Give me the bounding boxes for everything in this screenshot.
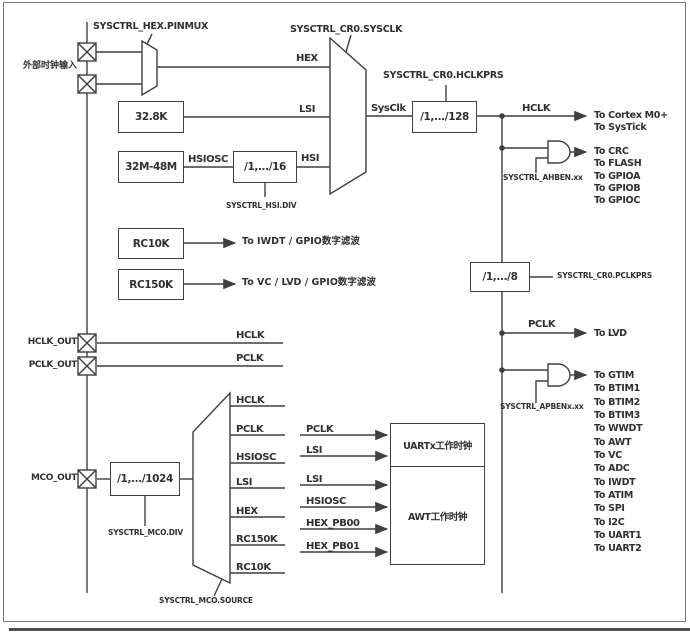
dest-item: To WWDT [594, 423, 643, 435]
apb-and-gate [547, 363, 571, 387]
pclk-out-pin-crossbox-icon [77, 356, 97, 376]
pclk-stub-signal-label: PCLK [236, 353, 264, 364]
mco-divider-block: /1,.../1024 [110, 462, 180, 496]
reg-pclk-prs-label: SYSCTRL_CR0.PCLKPRS [557, 271, 652, 280]
pclk-divider-block: /1,.../8 [470, 262, 530, 292]
hclk-divider-block: /1,.../128 [412, 101, 477, 133]
rc150k-destination-label: To VC / LVD / GPIO数字滤波 [242, 277, 376, 288]
dest-item: To SPI [594, 503, 625, 515]
hclk-signal-label: HCLK [522, 103, 551, 114]
rc10k-osc-block: RC10K [118, 228, 184, 259]
rc150k-osc-block: RC150K [118, 269, 184, 300]
ext-clock-input-label: 外部时钟输入 [22, 61, 77, 71]
awt-clock-label: AWT工作时钟 [407, 511, 468, 523]
dest-item: To BTIM2 [594, 396, 640, 408]
mco-source-mux [192, 391, 231, 585]
reg-apb-en-label: SYSCTRL_APBENx.xx [500, 402, 584, 411]
bottom-shadow-bar [9, 628, 690, 631]
signal-lines [96, 33, 553, 597]
awt-clock-block: AWT工作时钟 [390, 466, 485, 565]
lsi-osc-block: 32.8K [118, 101, 184, 133]
dest-item: To UART2 [594, 543, 642, 555]
uart-clock-label: UARTx工作时钟 [403, 441, 472, 452]
pclk-out-pin-label: PCLK_OUT [28, 360, 78, 370]
mco-out-pin-label: MCO_OUT [30, 473, 77, 483]
hex-pinmux-mux [141, 39, 158, 97]
rc10k-destination-label: To IWDT / GPIO数字滤波 [242, 236, 360, 247]
reg-hsi-div-label: SYSCTRL_HSI.DIV [226, 201, 297, 210]
sysclk-signal-label: SysClk [371, 103, 406, 114]
mco-input-pclk-label: PCLK [236, 424, 264, 435]
reg-hex-pinmux-label: SYSCTRL_HEX.PINMUX [93, 21, 209, 32]
dest-item: To ATIM [594, 490, 634, 502]
dest-item: To UART1 [594, 530, 642, 542]
hex-signal-label: HEX [296, 53, 318, 64]
dest-item: To GTIM [594, 370, 635, 381]
hsi-divider-block: /1,.../16 [233, 151, 297, 183]
reg-mco-div-label: SYSCTRL_MCO.DIV [108, 528, 184, 537]
hclk-out-pin-label: HCLK_OUT [27, 337, 78, 347]
mco-input-hex-label: HEX [236, 506, 258, 517]
arrow-lines [184, 110, 588, 558]
reg-sysclk-sel-label: SYSCTRL_CR0.SYSCLK [290, 24, 403, 35]
junction-dots [499, 113, 505, 373]
extclk-pin1-crossbox-icon [77, 74, 97, 94]
awt-input-lsi-label: LSI [306, 474, 323, 485]
dest-item: To I2C [594, 516, 625, 528]
mco-out-pin-crossbox-icon [77, 469, 97, 489]
mco-input-hclk-label: HCLK [236, 395, 265, 406]
hsi-osc-block: 32M-48M [118, 151, 184, 183]
dest-item: To SysTick [594, 122, 647, 134]
reg-ahb-en-label: SYSCTRL_AHBEN.xx [503, 173, 583, 182]
figure-border [3, 2, 686, 622]
hclk-stub-signal-label: HCLK [236, 330, 265, 341]
awt-input-hexpb01-label: HEX_PB01 [306, 541, 360, 552]
pclk-lvd-signal-label: PCLK [528, 319, 556, 330]
awt-input-hexpb00-label: HEX_PB00 [306, 518, 360, 529]
dest-item: To GPIOC [594, 195, 640, 207]
dest-item: To AWT [594, 436, 632, 448]
dest-item: To FLASH [594, 158, 642, 170]
dest-item: To CRC [594, 146, 629, 157]
mco-input-hsiosc-label: HSIOSC [236, 452, 276, 463]
dest-item: To BTIM1 [594, 383, 640, 395]
mco-input-rc150k-label: RC150K [236, 534, 278, 545]
dest-item: To IWDT [594, 476, 636, 488]
hsiosc-signal-label: HSIOSC [188, 154, 228, 165]
uart-input-lsi-label: LSI [306, 445, 323, 456]
dest-item: To Cortex M0+ [594, 110, 668, 121]
apb-destinations-list: To GTIM To BTIM1 To BTIM2 To BTIM3 To WW… [594, 369, 643, 556]
ahb-destinations-list: To CRC To FLASH To GPIOA To GPIOB To GPI… [594, 146, 642, 208]
reg-hclk-prs-label: SYSCTRL_CR0.HCLKPRS [383, 70, 504, 81]
uart-input-pclk-label: PCLK [306, 424, 334, 435]
dest-item: To VC [594, 450, 622, 462]
reg-mco-source-label: SYSCTRL_MCO.SOURCE [159, 596, 253, 605]
hclk-destinations-list: To Cortex M0+ To SysTick [594, 110, 668, 135]
mco-input-rc10k-label: RC10K [236, 562, 271, 573]
dest-item: To BTIM3 [594, 410, 640, 422]
sysclk-mux [329, 36, 367, 196]
hclk-out-pin-crossbox-icon [77, 333, 97, 353]
lsi-signal-label: LSI [299, 104, 316, 115]
lvd-destination-label: To LVD [594, 328, 627, 339]
awt-input-hsiosc-label: HSIOSC [306, 496, 346, 507]
extclk-pin0-crossbox-icon [77, 42, 97, 62]
hsi-signal-label: HSI [301, 153, 320, 164]
mco-input-lsi-label: LSI [236, 477, 253, 488]
dest-item: To GPIOB [594, 183, 641, 195]
uart-clock-block: UARTx工作时钟 [390, 423, 485, 467]
dest-item: To ADC [594, 463, 630, 475]
ahb-and-gate [547, 140, 571, 164]
dest-item: To GPIOA [594, 170, 641, 182]
